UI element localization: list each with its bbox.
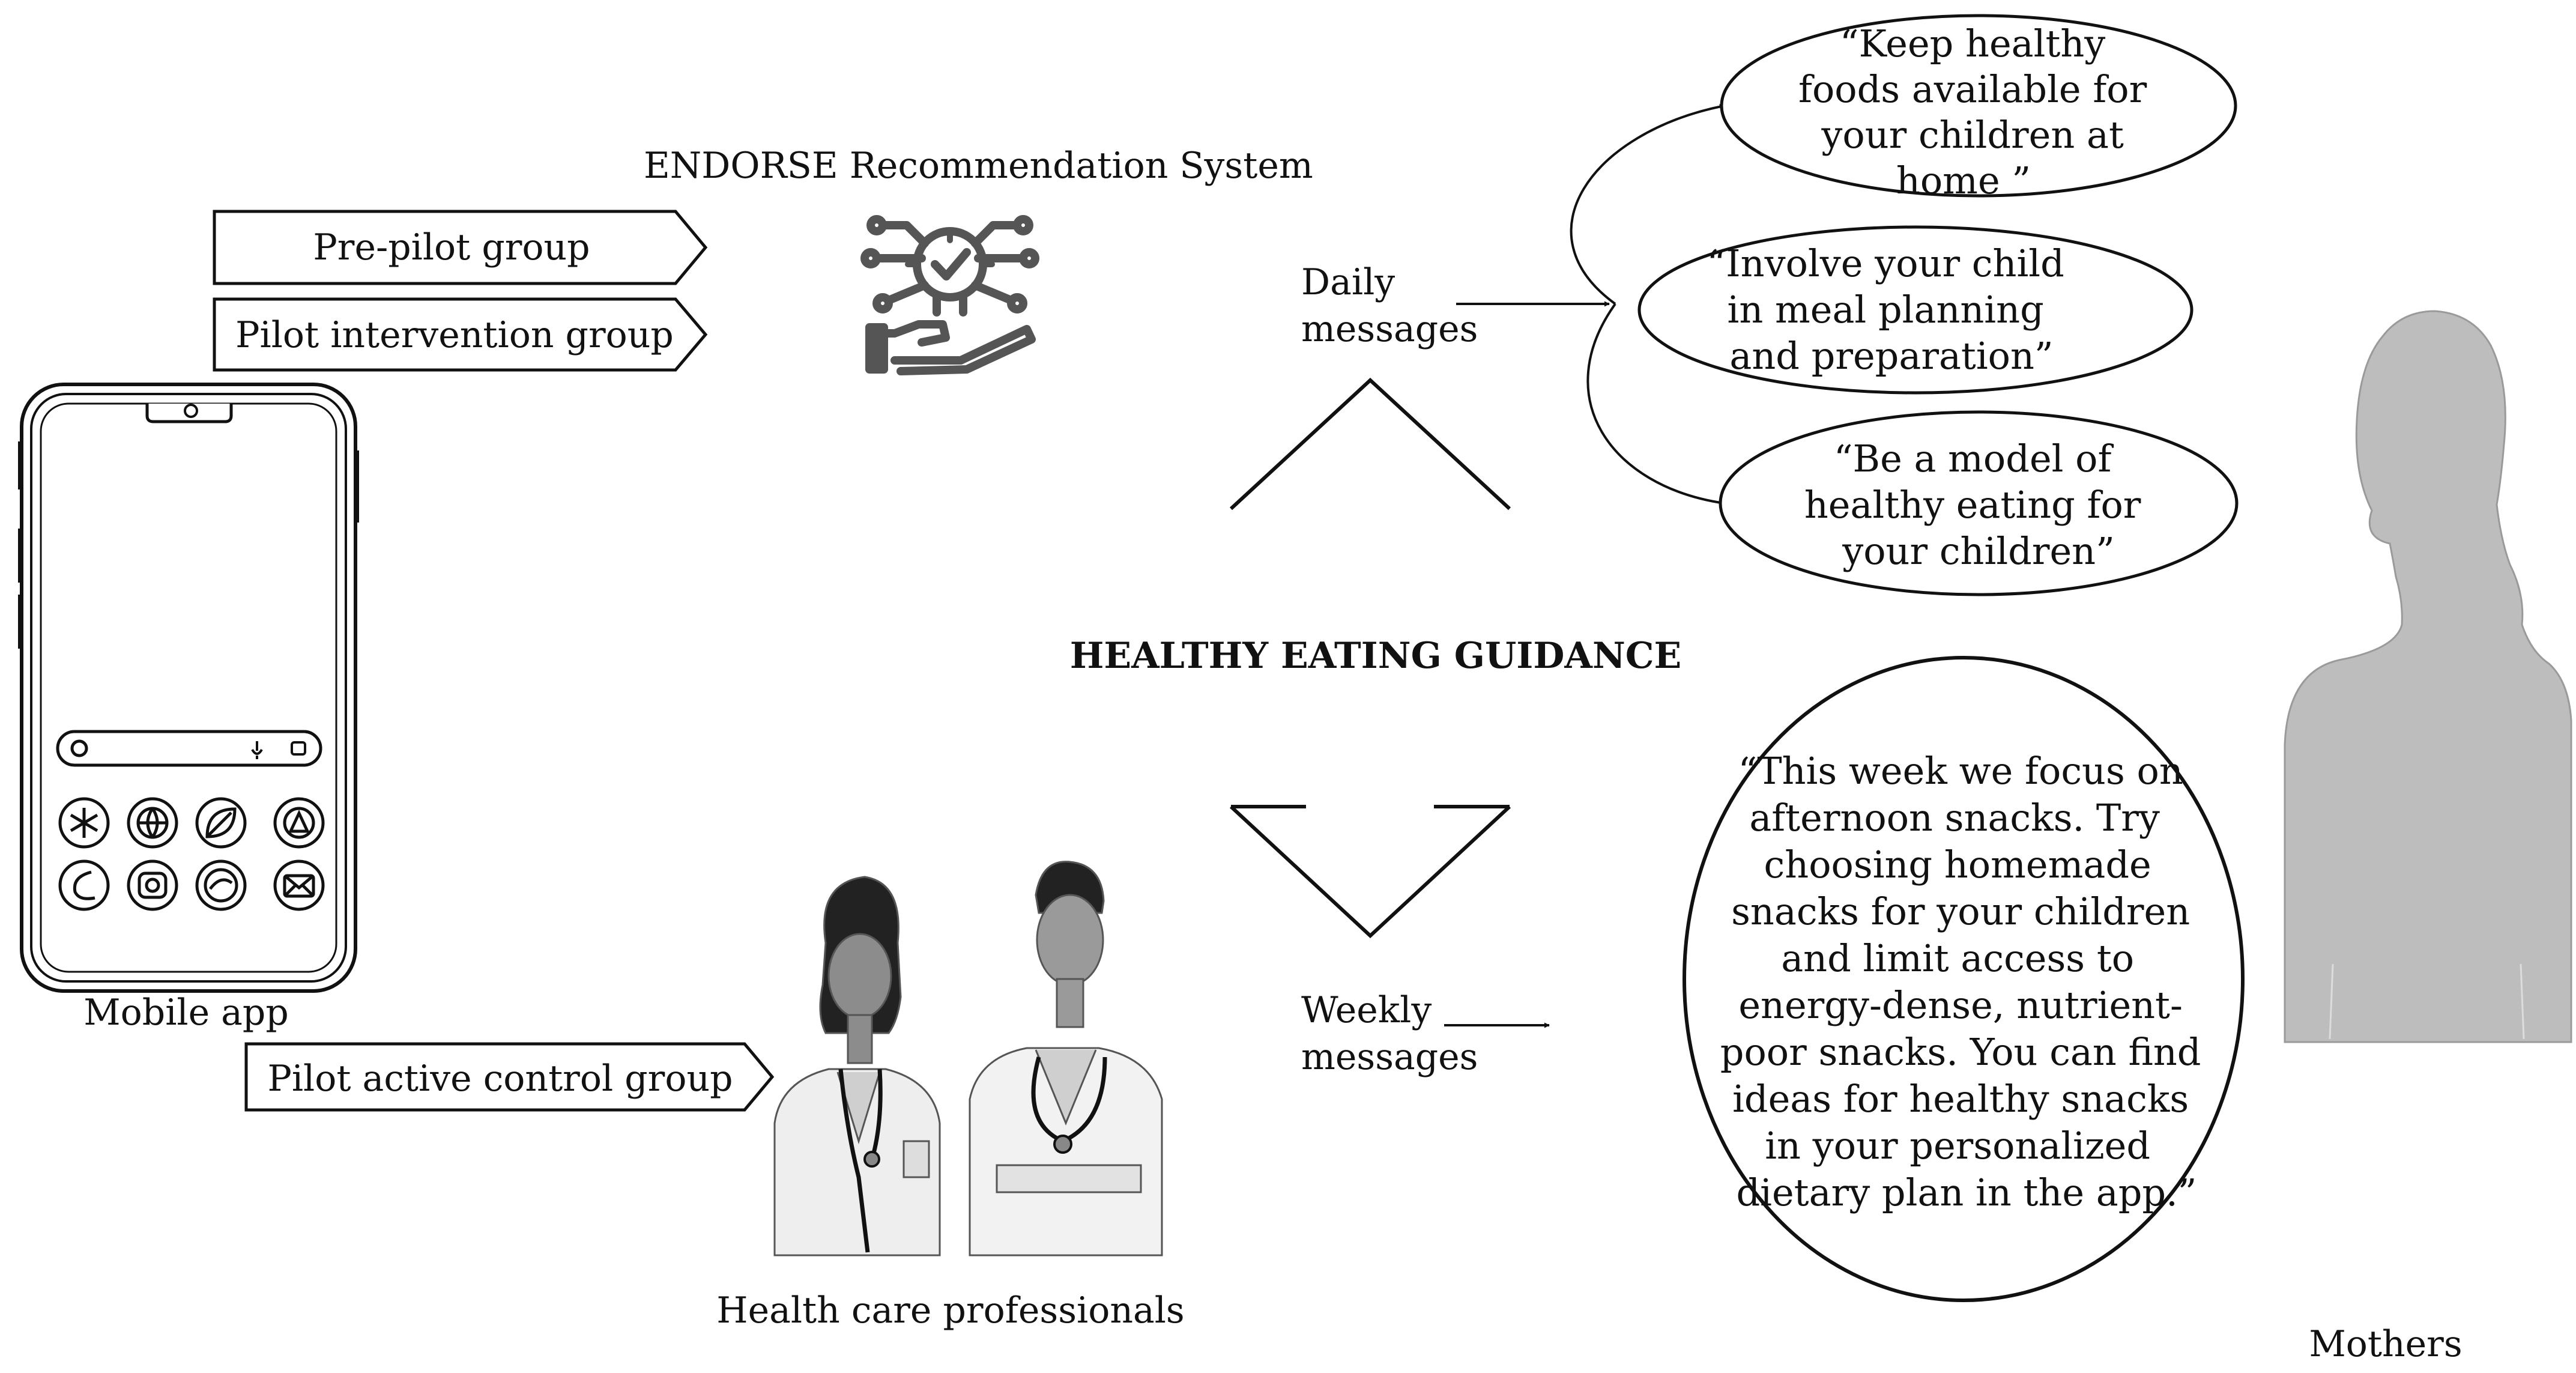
daily-message-3-text: “Be a model of healthy eating for your c… <box>1804 437 2153 573</box>
lens-icon <box>291 741 306 756</box>
mothers-label: Mothers <box>2309 1323 2462 1365</box>
mobile-app-label: Mobile app <box>83 992 289 1034</box>
globe-app-icon <box>127 797 178 849</box>
lower-triangle <box>1229 805 1511 939</box>
asterisk-app-icon <box>58 797 110 849</box>
pilot-intervention-label: Pilot intervention group <box>235 314 674 356</box>
app-icon-grid <box>58 797 325 911</box>
pre-pilot-label: Pre-pilot group <box>313 226 590 268</box>
microphone-icon <box>251 741 263 759</box>
mail-app-icon <box>273 859 325 911</box>
weekly-message-bubble: “This week we focus on afternoon snacks.… <box>1683 656 2245 1302</box>
daily-message-bubble-3: “Be a model of healthy eating for your c… <box>1719 410 2239 596</box>
mother-silhouette <box>2284 310 2572 1043</box>
phone-search-bar <box>56 730 322 767</box>
browser-app-icon <box>195 859 247 911</box>
daily-message-bubble-1: “Keep healthy foods available for your c… <box>1720 14 2237 202</box>
phone-app-icon <box>58 859 110 911</box>
daily-message-1-text: “Keep healthy foods available for your c… <box>1798 22 2159 202</box>
camera-app-icon <box>127 859 178 911</box>
pre-pilot-tag: Pre-pilot group <box>213 210 708 285</box>
daily-message-bubble-2: “Involve your child in meal planning and… <box>1637 225 2194 395</box>
recommendation-system-icon <box>860 215 1039 375</box>
silhouette-arm-line-left <box>2329 963 2334 1040</box>
triangle-app-icon <box>273 797 325 849</box>
daily-message-2-text: “Involve your child in meal planning and… <box>1707 241 2076 378</box>
pilot-intervention-tag: Pilot intervention group <box>213 297 708 372</box>
daily-bracket-arrow-bottom <box>1586 303 1725 506</box>
daily-messages-label: Daily messages <box>1301 261 1478 350</box>
health-care-professionals-illustration <box>773 861 1163 1256</box>
silhouette-arm-line-right <box>2520 963 2525 1040</box>
pilot-active-control-tag: Pilot active control group <box>244 1042 775 1112</box>
healthy-eating-guidance-title: HEALTHY EATING GUIDANCE <box>1070 635 1682 677</box>
mobile-phone <box>18 383 359 993</box>
daily-bracket-arrow-top <box>1570 104 1725 305</box>
weekly-message-text: “This week we focus on afternoon snacks.… <box>1720 749 2213 1214</box>
recommendation-system-label: ENDORSE Recommendation System <box>644 145 1313 187</box>
weekly-messages-label: Weekly messages <box>1301 989 1478 1078</box>
health-care-professionals-label: Health care professionals <box>716 1290 1184 1332</box>
leaf-app-icon <box>195 797 247 849</box>
upper-triangle <box>1229 377 1511 511</box>
search-logo-icon <box>70 739 88 757</box>
pilot-active-control-label: Pilot active control group <box>267 1058 733 1100</box>
